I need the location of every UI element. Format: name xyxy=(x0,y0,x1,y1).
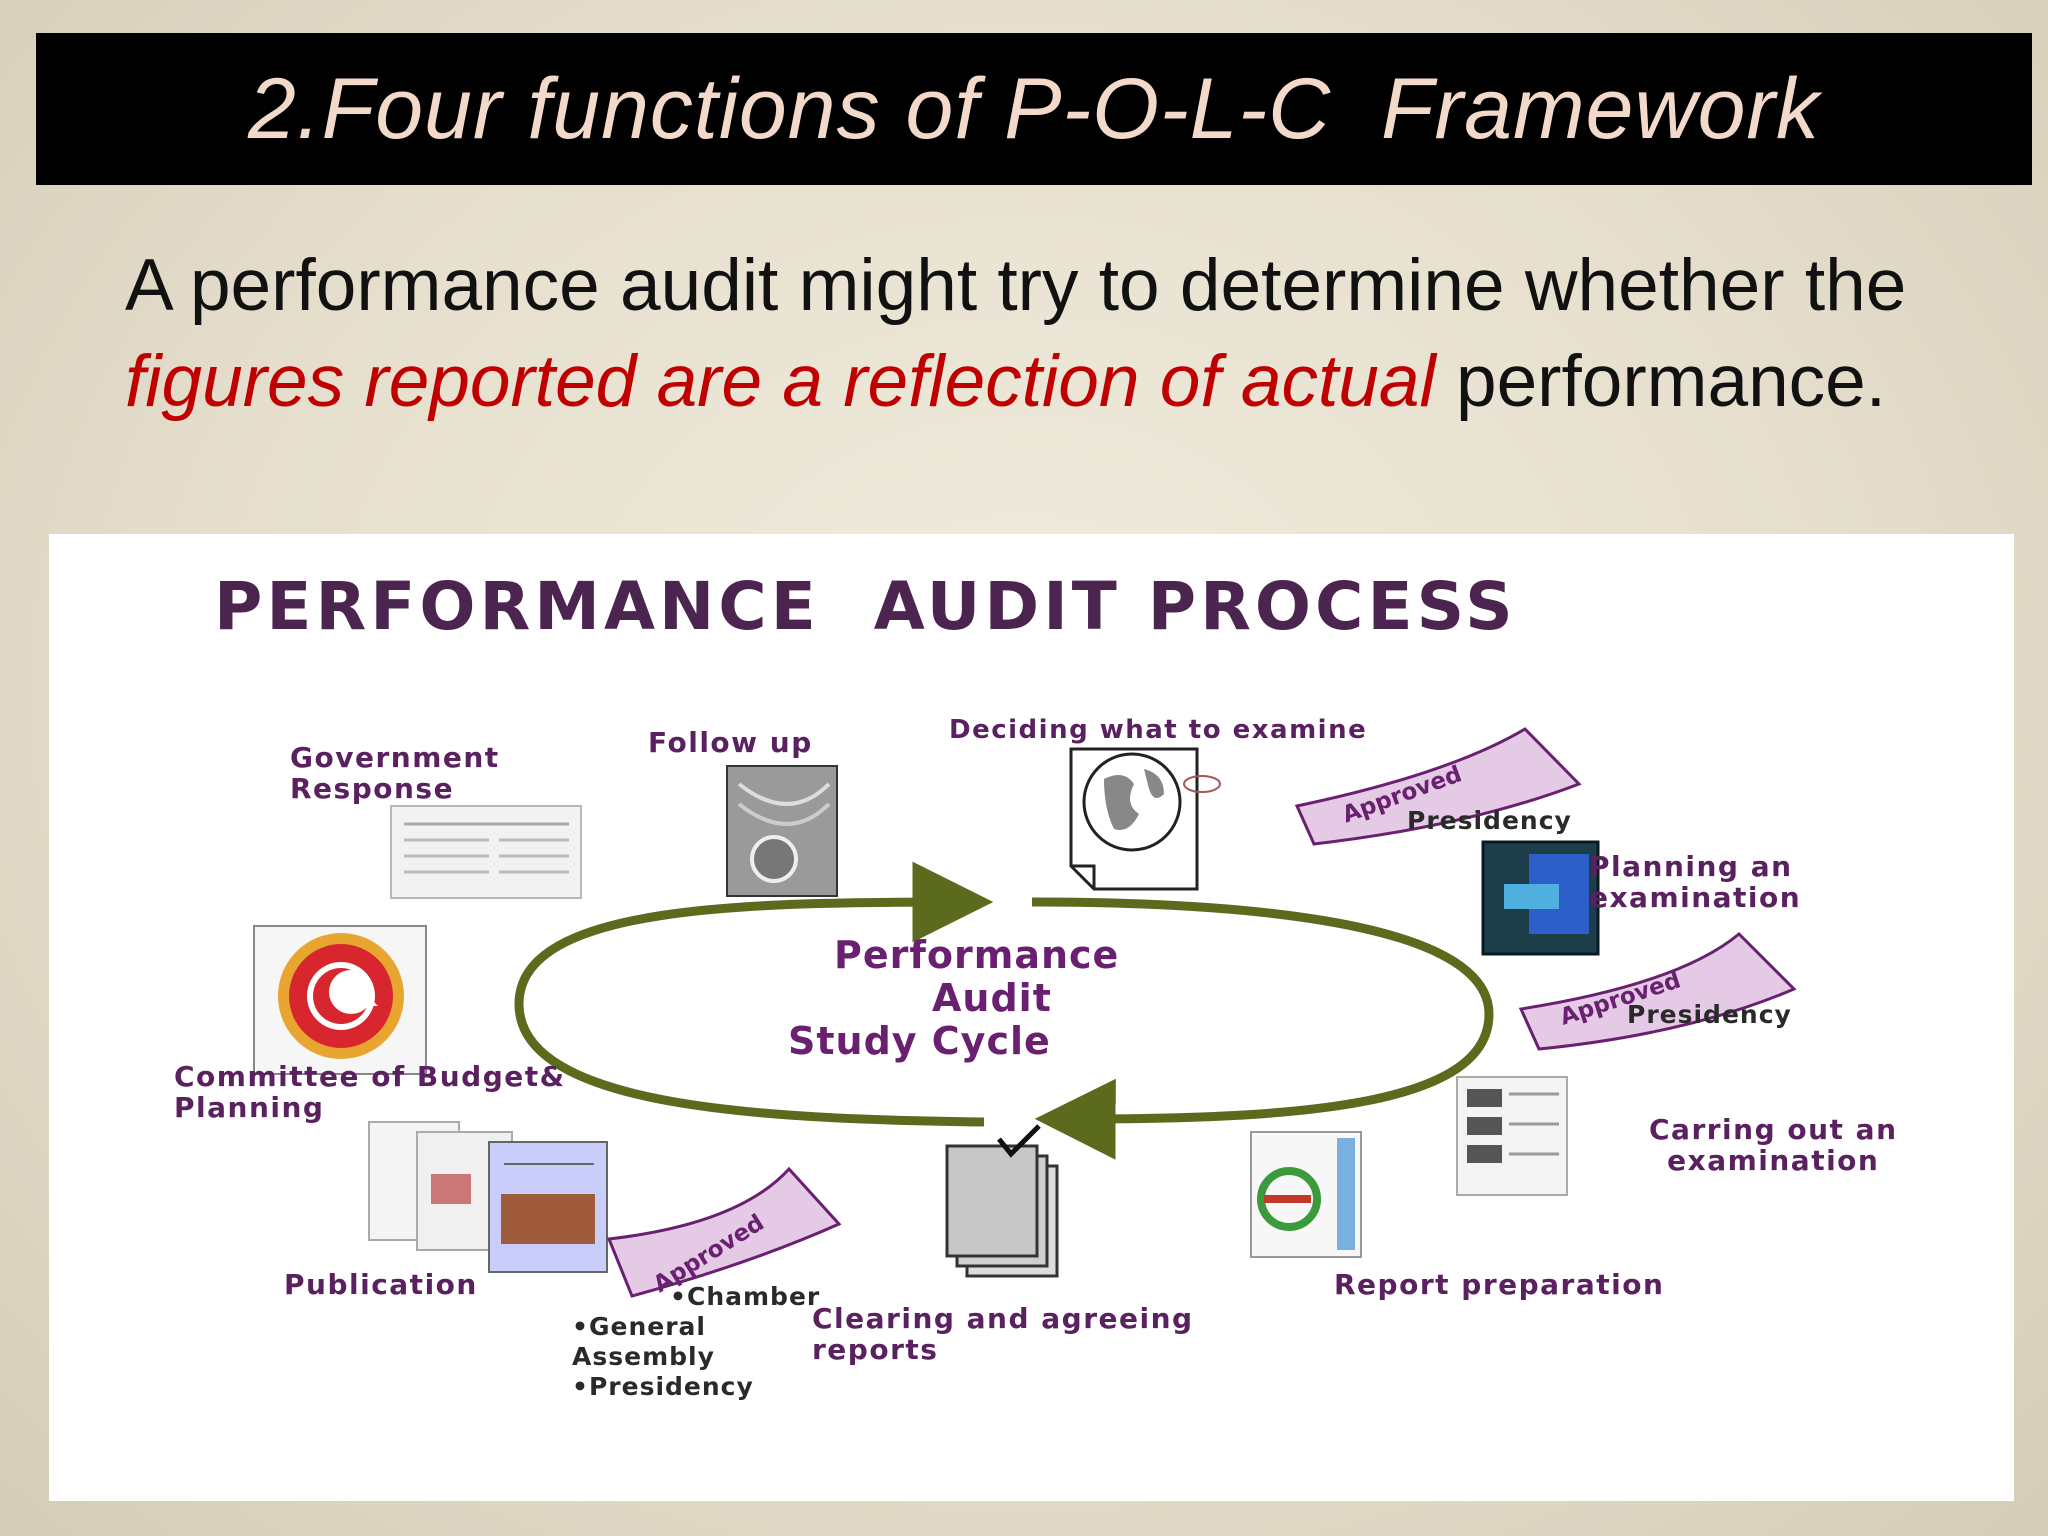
globe-document-icon xyxy=(1069,747,1221,891)
cycle-center-line-2: Audit xyxy=(932,976,1052,1020)
checked-pages-icon xyxy=(945,1124,1059,1278)
intro-text-start: A performance audit might try to determi… xyxy=(125,245,1907,326)
stage-carrying-out: Carring out an examination xyxy=(1649,1113,1898,1177)
approver-presidency: •Presidency xyxy=(572,1372,754,1401)
approver-presidency: Presidency xyxy=(1627,1000,1792,1029)
planning-book-icon xyxy=(1481,840,1600,956)
cycle-center-line-3: Study Cycle xyxy=(788,1019,1051,1063)
intro-paragraph: A performance audit might try to determi… xyxy=(125,238,2005,430)
approved-ribbon xyxy=(1518,931,1797,1051)
approver-chamber: •Chamber xyxy=(670,1282,821,1311)
publication-documents-icon xyxy=(368,1121,608,1273)
audit-process-diagram: PERFORMANCE AUDIT PROCESS Government Res… xyxy=(49,534,2014,1501)
stage-government-response: Government Response xyxy=(290,741,500,805)
diagram-title: PERFORMANCE AUDIT PROCESS xyxy=(214,568,1517,645)
stage-committee: Committee of Budget& Planning xyxy=(174,1060,566,1124)
stage-planning: Planning an examination xyxy=(1589,850,1802,914)
report-book-icon xyxy=(1250,1131,1362,1258)
diagram-graphics xyxy=(253,727,1797,1298)
document-icon xyxy=(390,805,582,899)
approved-ribbon xyxy=(1294,727,1582,846)
approved-ribbon xyxy=(606,1166,842,1298)
intro-highlight: figures reported are a reflection of act… xyxy=(125,341,1436,422)
stage-clearing-agreeing: Clearing and agreeing reports xyxy=(812,1302,1194,1366)
slide-title-bar: 2.Four functions of P-O-L-C Framework xyxy=(36,33,2032,185)
approver-presidency: Presidency xyxy=(1407,806,1572,835)
parliament-seal-icon xyxy=(253,925,427,1075)
stage-report-preparation: Report preparation xyxy=(1334,1268,1665,1301)
documents-stack-icon xyxy=(1456,1076,1568,1196)
intro-text-end: performance. xyxy=(1435,341,1887,422)
stage-publication: Publication xyxy=(284,1268,478,1301)
approver-general-assembly: •General Assembly xyxy=(572,1312,715,1371)
slide-title: 2.Four functions of P-O-L-C Framework xyxy=(247,60,1821,157)
cycle-center-line-1: Performance xyxy=(834,933,1120,977)
stage-deciding: Deciding what to examine xyxy=(949,715,1368,745)
stethoscope-icon xyxy=(726,765,838,897)
stage-follow-up: Follow up xyxy=(648,726,813,759)
cycle-loop xyxy=(514,861,1494,1160)
